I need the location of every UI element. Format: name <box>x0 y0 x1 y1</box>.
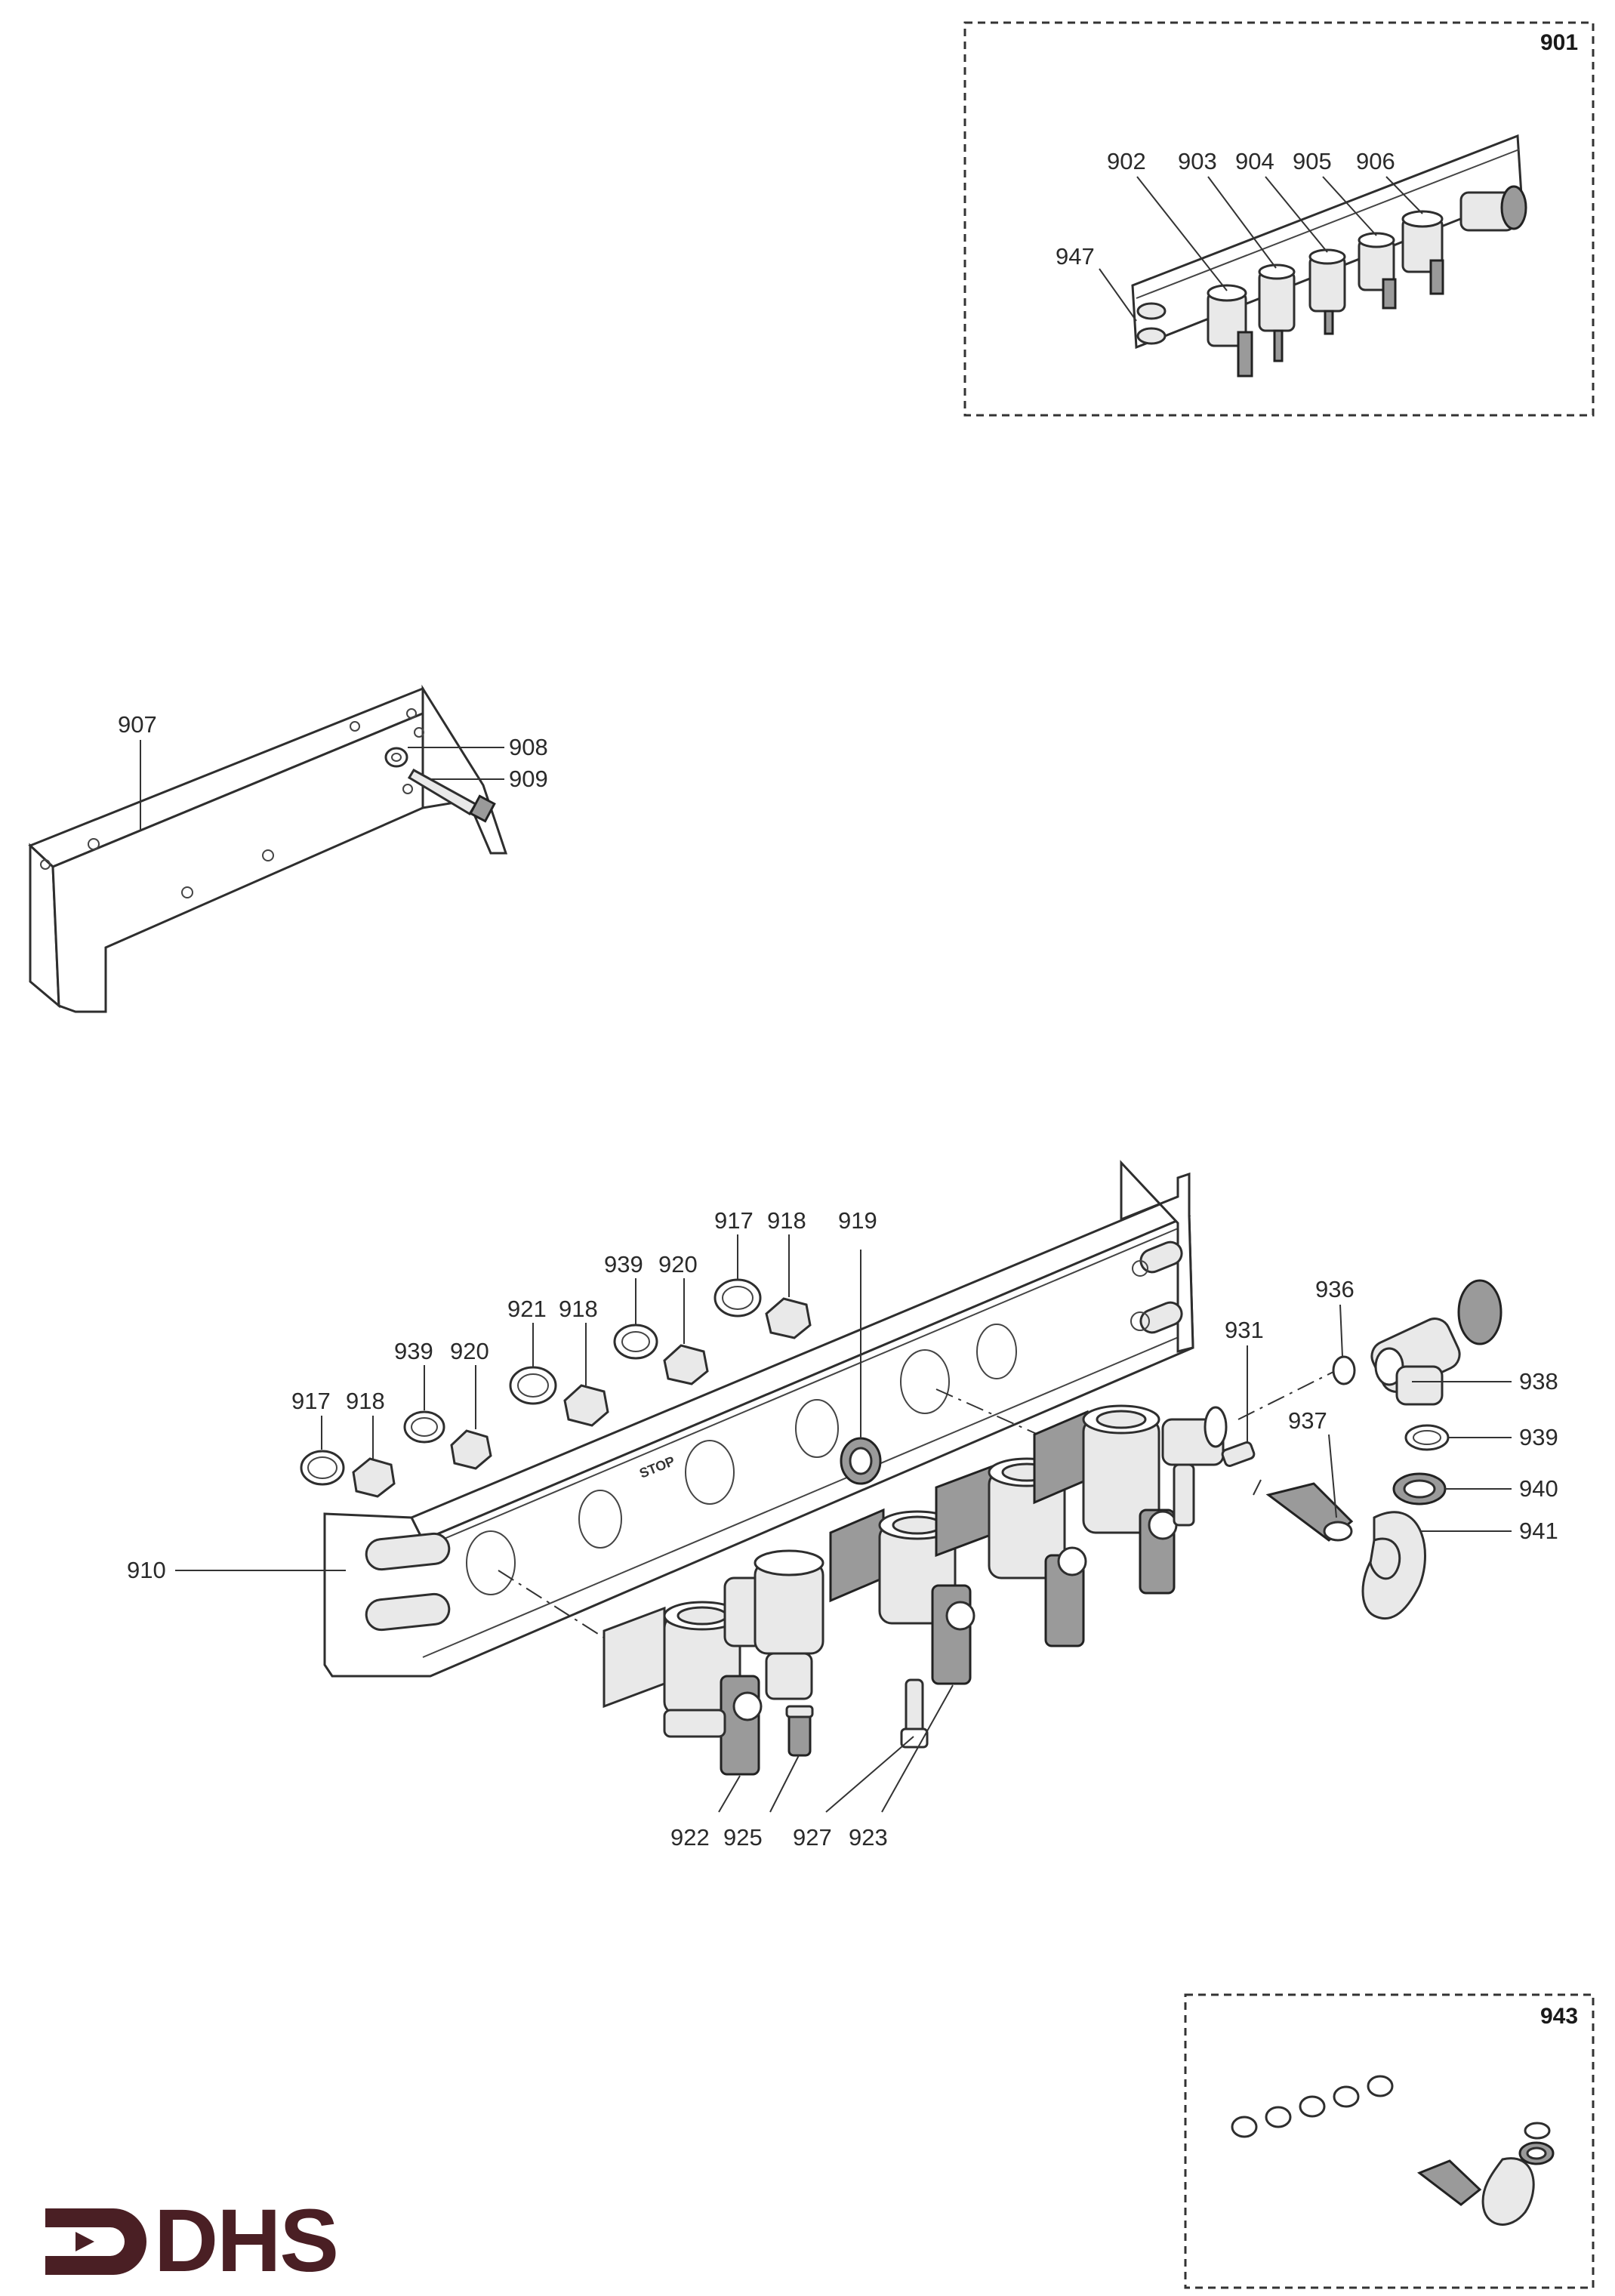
seal-936 <box>1332 1355 1356 1385</box>
elbow-938 <box>1370 1279 1503 1406</box>
label-939-a: 939 <box>394 1338 433 1364</box>
kit-943-seals <box>1231 2075 1551 2140</box>
label-947: 947 <box>1056 243 1095 270</box>
kit-943-box: 943 <box>1184 1993 1595 2289</box>
label-939-b: 939 <box>604 1251 643 1277</box>
kit-901-valves <box>1207 185 1527 378</box>
bleed-screw-925 <box>785 1705 814 1757</box>
label-910: 910 <box>127 1557 166 1583</box>
label-902: 902 <box>1107 148 1146 174</box>
valve-922 <box>603 1601 763 1776</box>
label-937: 937 <box>1288 1407 1327 1434</box>
label-917-b: 917 <box>714 1207 754 1234</box>
kit-901-label: 901 <box>1540 30 1578 55</box>
label-936: 936 <box>1315 1276 1355 1302</box>
seal-939-right <box>1404 1424 1450 1451</box>
dhs-logo-mark <box>45 2208 146 2275</box>
label-906: 906 <box>1356 148 1395 174</box>
label-941: 941 <box>1519 1518 1558 1544</box>
washer-908 <box>384 747 408 768</box>
pipe-937 <box>1265 1482 1354 1542</box>
label-905: 905 <box>1293 148 1332 174</box>
label-920-a: 920 <box>450 1338 489 1364</box>
label-917-a: 917 <box>291 1388 331 1414</box>
label-923: 923 <box>849 1824 888 1851</box>
label-927: 927 <box>793 1824 832 1851</box>
label-918-b: 918 <box>559 1296 598 1322</box>
dhs-logo: DHS <box>45 2191 339 2291</box>
kit-943-label: 943 <box>1540 2004 1578 2029</box>
bracket-907-side <box>421 684 508 855</box>
valve-4 <box>1033 1404 1228 1595</box>
kit-901-box: 901 <box>963 21 1595 417</box>
tee-piece <box>723 1549 824 1700</box>
label-907: 907 <box>118 711 157 738</box>
label-908: 908 <box>509 734 548 760</box>
label-939-c: 939 <box>1519 1424 1558 1450</box>
label-909: 909 <box>509 766 548 792</box>
drain-plug-927 <box>900 1678 929 1749</box>
label-931: 931 <box>1225 1317 1264 1343</box>
label-918-c: 918 <box>767 1207 806 1234</box>
kit-943-bend <box>1481 2141 1555 2226</box>
label-903: 903 <box>1178 148 1217 174</box>
label-904: 904 <box>1235 148 1274 174</box>
seals-and-nuts <box>300 1278 812 1498</box>
label-940: 940 <box>1519 1475 1558 1502</box>
label-918-a: 918 <box>346 1388 385 1414</box>
screw-931 <box>1221 1441 1256 1467</box>
label-920-b: 920 <box>658 1251 698 1277</box>
bracket-907-group: 907 908 909 <box>28 684 548 1013</box>
bracket-907-face <box>51 707 433 1013</box>
label-919: 919 <box>838 1207 877 1234</box>
kit-943-pipe <box>1416 2159 1482 2206</box>
dhs-logo-text: DHS <box>154 2191 337 2291</box>
bend-941 <box>1361 1472 1447 1620</box>
filter-919 <box>840 1437 882 1485</box>
label-921: 921 <box>507 1296 547 1322</box>
label-922: 922 <box>670 1824 710 1851</box>
label-925: 925 <box>723 1824 763 1851</box>
label-938: 938 <box>1519 1368 1558 1395</box>
main-manifold-assembly: STOP <box>127 1160 1558 1851</box>
